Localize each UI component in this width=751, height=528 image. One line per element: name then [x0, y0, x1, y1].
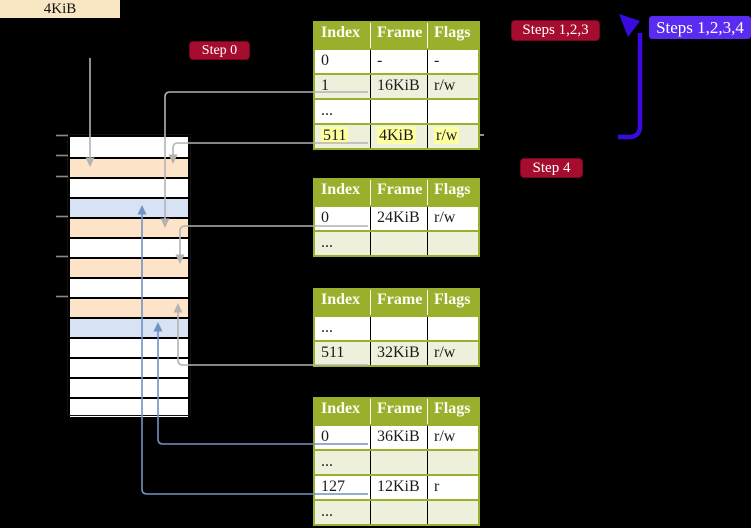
cell-frame: 36KiB [370, 426, 427, 449]
table-header-row: Index Frame Flags [315, 180, 478, 205]
page-table-level1: Index Frame Flags 0 36KiB r/w ... 127 12… [313, 397, 480, 526]
cell-frame: 24KiB [370, 207, 427, 230]
cell-flags: r/w [427, 342, 478, 365]
cell-flags: r/w [427, 75, 478, 98]
cell-flags: - [427, 50, 478, 73]
column-header-flags: Flags [427, 290, 478, 315]
cell-frame [370, 451, 427, 474]
memory-row-white [70, 337, 188, 357]
column-header-frame: Frame [370, 399, 427, 424]
column-header-frame: Frame [370, 23, 427, 48]
table-row: 0 24KiB r/w [315, 205, 478, 230]
blue-arrowhead-icon [619, 14, 640, 37]
column-header-flags: Flags [427, 180, 478, 205]
page-table-level4: Index Frame Flags 0 - - 1 16KiB r/w ... … [313, 21, 480, 150]
page-table-level2: Index Frame Flags ... 511 32KiB r/w [313, 288, 480, 367]
cell-frame [370, 232, 427, 255]
page-table-level3: Index Frame Flags 0 24KiB r/w ... [313, 178, 480, 257]
memory-row-peach [70, 297, 188, 317]
cell-flags [427, 501, 478, 524]
column-header-index: Index [321, 24, 361, 41]
table-row: 127 12KiB r [315, 474, 478, 499]
cell-frame [370, 317, 427, 340]
memory-row-peach [70, 157, 188, 177]
memory-row-white [70, 177, 188, 197]
cell-flags [427, 100, 478, 123]
step4-badge: Step 4 [520, 158, 583, 178]
cell-flags [427, 232, 478, 255]
cell-index: 511 [321, 344, 345, 361]
table-header-row: Index Frame Flags [315, 23, 478, 48]
steps-1234-badge: Steps 1,2,3,4 [649, 16, 751, 39]
table-row: ... [315, 230, 478, 255]
memory-row-blue [70, 197, 188, 217]
highlighted-value: r/w [434, 127, 460, 144]
highlighted-value: 511 [321, 127, 349, 144]
memory-row-white [70, 397, 188, 417]
cell-index: 511 [315, 125, 370, 148]
table-row: 0 - - [315, 48, 478, 73]
memory-row-white [70, 377, 188, 397]
table-row: 511 32KiB r/w [315, 340, 478, 365]
memory-row-peach [70, 257, 188, 277]
memory-row-peach [70, 217, 188, 237]
cell-frame: 32KiB [370, 342, 427, 365]
cell-flags: r/w [427, 207, 478, 230]
cell-index: 0 [321, 428, 329, 445]
column-header-index: Index [321, 181, 361, 198]
table-row: ... [315, 98, 478, 123]
cell-frame [370, 100, 427, 123]
memory-row-blue [70, 317, 188, 337]
cell-index: 1 [321, 77, 329, 94]
column-header-flags: Flags [427, 399, 478, 424]
highlighted-value: 4KiB [377, 127, 416, 144]
column-header-index: Index [321, 400, 361, 417]
cell-frame: - [370, 50, 427, 73]
memory-row-white [70, 277, 188, 297]
cell-index: 0 [321, 52, 329, 69]
table-row: ... [315, 499, 478, 524]
cell-frame: 4KiB [370, 125, 427, 148]
table-row: 1 16KiB r/w [315, 73, 478, 98]
memory-row-white [70, 357, 188, 377]
cell-index: ... [321, 234, 333, 251]
column-header-frame: Frame [370, 180, 427, 205]
cell-flags [427, 451, 478, 474]
step0-badge: Step 0 [189, 41, 250, 60]
page-size-label: 4KiB [43, 0, 77, 17]
table-row: ... [315, 315, 478, 340]
blue-loop-arrow [618, 33, 643, 140]
cell-flags [427, 317, 478, 340]
column-header-frame: Frame [370, 290, 427, 315]
cell-index: ... [321, 503, 333, 520]
boundary-tick-marks [56, 134, 68, 298]
cell-index: ... [321, 102, 333, 119]
memory-row-white [70, 137, 188, 157]
cell-frame: 12KiB [370, 476, 427, 499]
cell-frame: 16KiB [370, 75, 427, 98]
table-header-row: Index Frame Flags [315, 290, 478, 315]
memory-row-white [70, 237, 188, 257]
table-row-highlighted: 511 4KiB r/w [315, 123, 478, 148]
column-header-flags: Flags [427, 23, 478, 48]
cell-flags: r [427, 476, 478, 499]
physical-memory-strip [67, 134, 191, 417]
cell-index: ... [321, 319, 333, 336]
cell-flags: r/w [427, 125, 478, 148]
cell-index: 0 [321, 209, 329, 226]
table-header-row: Index Frame Flags [315, 399, 478, 424]
cell-index: 127 [321, 478, 345, 495]
cell-frame [370, 501, 427, 524]
cell-flags: r/w [427, 426, 478, 449]
steps-123-badge: Steps 1,2,3 [511, 20, 600, 41]
column-header-index: Index [321, 291, 361, 308]
cell-index: ... [321, 453, 333, 470]
page-size-label-box: 4KiB [0, 0, 120, 18]
table-row: 0 36KiB r/w [315, 424, 478, 449]
table-row: ... [315, 449, 478, 474]
